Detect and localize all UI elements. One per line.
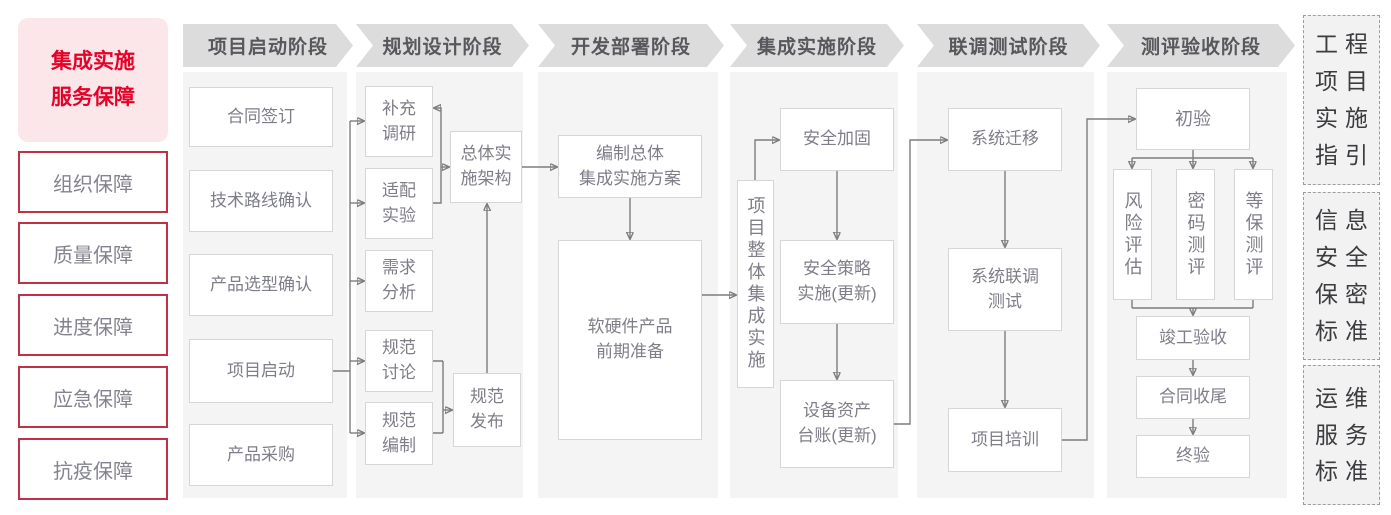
flow-box-spec-drafting: 规范 编制 bbox=[365, 402, 433, 465]
legend-item-epidemic: 抗疫保障 bbox=[18, 438, 168, 500]
flow-box-overall-architecture: 总体实 施架构 bbox=[450, 131, 522, 203]
phase-header-dev-deploy: 开发部署阶段 bbox=[538, 24, 724, 67]
flow-box-tech-route-confirm: 技术路线确认 bbox=[189, 170, 333, 232]
flow-box-project-kickoff: 项目启动 bbox=[189, 339, 333, 403]
standard-box-ops-service-standard: 运维 服务 标准 bbox=[1303, 365, 1380, 505]
legend-item-schedule: 进度保障 bbox=[18, 294, 168, 356]
flow-box-crypto-evaluation: 密码测评 bbox=[1176, 169, 1215, 300]
flow-box-hw-sw-preparation: 软硬件产品 前期准备 bbox=[558, 240, 702, 440]
flow-box-risk-assessment: 风险评估 bbox=[1113, 169, 1152, 300]
flow-box-requirement-analysis: 需求 分析 bbox=[365, 250, 433, 312]
phase-header-integration: 集成实施阶段 bbox=[730, 24, 904, 67]
flow-box-asset-ledger-update: 设备资产 台账(更新) bbox=[780, 380, 894, 468]
standard-box-infosec-confidentiality: 信息 安全 保密 标准 bbox=[1303, 192, 1380, 360]
flow-box-adaptation-test: 适配 实验 bbox=[365, 168, 433, 239]
flow-box-completion-acceptance: 竣工验收 bbox=[1136, 316, 1250, 360]
phase-header-acceptance: 测评验收阶段 bbox=[1107, 24, 1295, 67]
flow-box-contract-signing: 合同签订 bbox=[189, 87, 333, 147]
flow-box-contract-closure: 合同收尾 bbox=[1136, 376, 1250, 419]
flow-box-product-procurement: 产品采购 bbox=[189, 424, 333, 486]
flow-box-system-migration: 系统迁移 bbox=[948, 108, 1062, 171]
flow-box-spec-release: 规范 发布 bbox=[453, 373, 521, 447]
flow-box-project-training: 项目培训 bbox=[948, 408, 1062, 472]
phase-header-project-start: 项目启动阶段 bbox=[183, 24, 353, 67]
legend-item-organization: 组织保障 bbox=[18, 151, 168, 213]
flow-box-overall-integration-plan: 编制总体 集成实施方案 bbox=[558, 135, 702, 198]
standard-box-project-implementation-guide: 工程 项目 实施 指引 bbox=[1303, 15, 1380, 185]
flow-box-initial-acceptance: 初验 bbox=[1136, 88, 1250, 150]
flow-box-mlps-evaluation: 等保测评 bbox=[1234, 169, 1273, 300]
flow-box-final-acceptance: 终验 bbox=[1136, 435, 1250, 478]
flow-box-spec-discussion: 规范 讨论 bbox=[365, 330, 433, 392]
flow-box-supplementary-research: 补充 调研 bbox=[365, 86, 433, 157]
legend-title: 集成实施 服务保障 bbox=[18, 18, 168, 142]
flow-box-joint-debug-test: 系统联调 测试 bbox=[948, 248, 1062, 331]
flow-box-product-selection-confirm: 产品选型确认 bbox=[189, 254, 333, 316]
phase-header-joint-test: 联调测试阶段 bbox=[917, 24, 1100, 67]
phase-header-planning-design: 规划设计阶段 bbox=[356, 24, 529, 67]
flow-box-security-policy-update: 安全策略 实施(更新) bbox=[780, 240, 894, 324]
legend-item-emergency: 应急保障 bbox=[18, 366, 168, 428]
flow-box-security-hardening: 安全加固 bbox=[780, 108, 894, 171]
legend-item-quality: 质量保障 bbox=[18, 222, 168, 284]
flow-box-overall-project-integration: 项目整体集成实施 bbox=[737, 180, 774, 388]
